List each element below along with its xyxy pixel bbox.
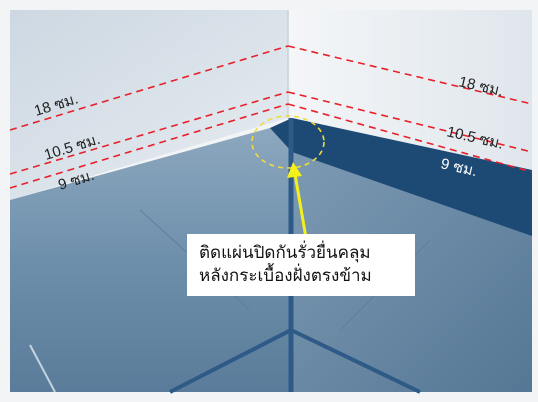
right-wall: [288, 10, 532, 170]
floor-seam-right: [290, 328, 421, 394]
arrow-head: [287, 162, 302, 178]
guide-left-18: [9, 45, 289, 131]
left-wall: [10, 10, 288, 200]
callout-line-2: หลังกระเบื้องฝั่งตรงข้าม: [199, 266, 372, 286]
guide-left-9: [9, 103, 289, 189]
arrow-shaft: [293, 173, 308, 239]
floor-seam-left: [169, 328, 292, 394]
guide-right-105: [287, 91, 533, 153]
reflection-streak: [29, 344, 56, 393]
floor-left: [10, 128, 292, 392]
guide-right-18: [287, 45, 533, 105]
highlight-ellipse: [251, 115, 325, 169]
dashed-guides: [9, 45, 533, 189]
guide-right-9: [287, 103, 533, 173]
waterproof-strip: [270, 118, 532, 236]
guide-left-105: [9, 91, 289, 175]
callout-box: ติดแผ่นปิดกันรั่วยื่นคลุม หลังกระเบื้องฝ…: [187, 234, 415, 296]
callout-line-1: ติดแผ่นปิดกันรั่วยื่นคลุม: [199, 243, 371, 263]
